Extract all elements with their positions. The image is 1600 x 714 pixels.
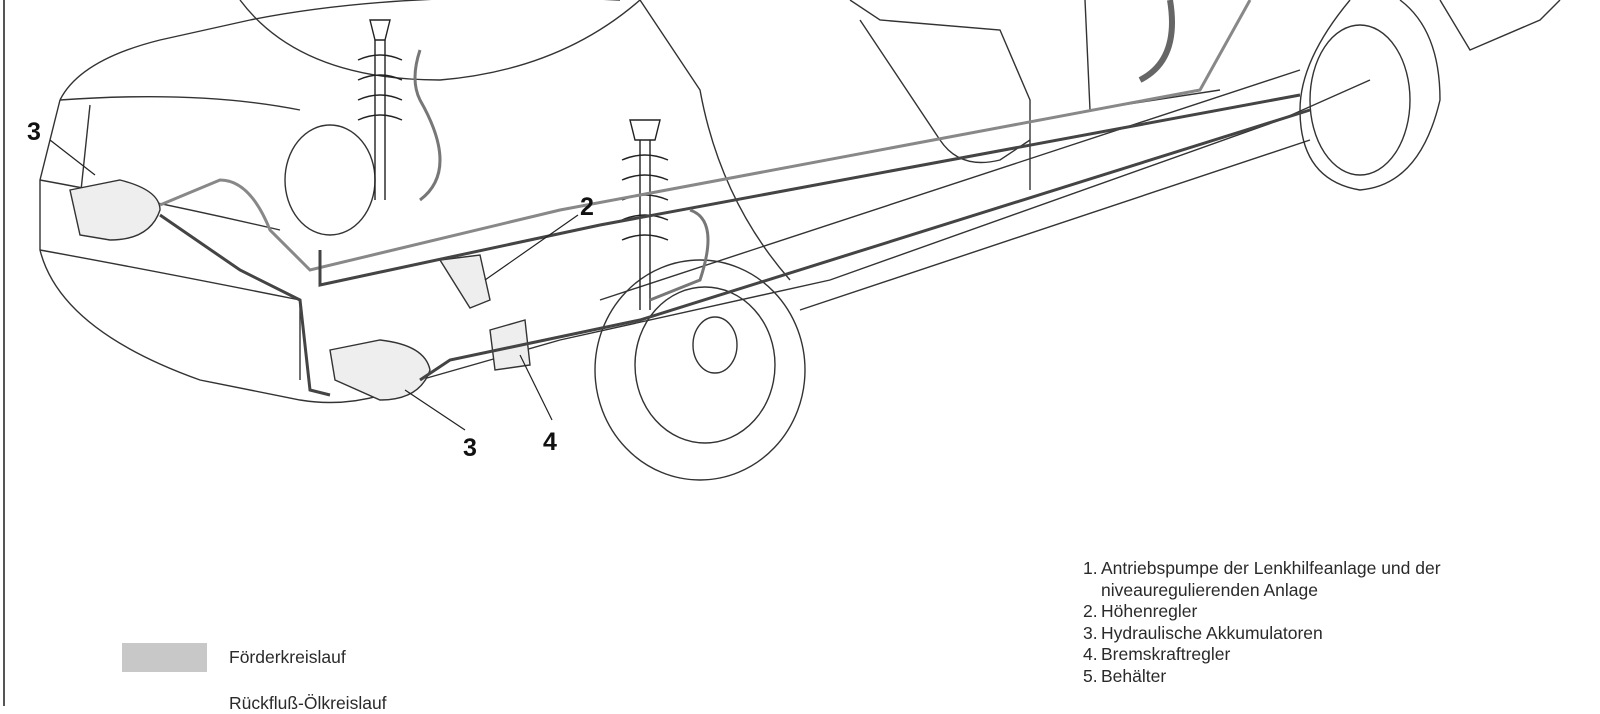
legend-number: 2.: [1083, 601, 1098, 621]
accumulator-right: [329, 339, 431, 401]
car-hydraulic-illustration: [39, 0, 1561, 481]
car-body: [39, 0, 1561, 404]
legend-number: 5.: [1083, 665, 1098, 686]
parts-legend: 1.Antriebspumpe der Lenkhilfeanlage und …: [1083, 558, 1441, 687]
supply-label: Förderkreislauf: [229, 647, 346, 667]
supply-swatch: [122, 643, 207, 672]
hydraulic-lines: [159, 0, 1311, 397]
components: [69, 179, 531, 401]
return-label: Rückfluß-Ölkreislauf: [229, 693, 387, 713]
legend-text: Antriebspumpe der Lenkhilfeanlage und de…: [1101, 558, 1441, 578]
key-return-circuit: Rückfluß-Ölkreislauf: [229, 693, 387, 714]
key-supply-circuit: Förderkreislauf: [122, 643, 346, 672]
accumulator-left: [69, 179, 161, 241]
legend-number: 3.: [1083, 622, 1098, 643]
leader-lines: [49, 139, 579, 431]
legend-item: 2.Höhenregler: [1083, 601, 1441, 623]
legend-item: 1.Antriebspumpe der Lenkhilfeanlage und …: [1083, 558, 1441, 580]
legend-text: Behälter: [1101, 665, 1167, 686]
legend-number: 4.: [1083, 644, 1098, 664]
legend-item: 4.Bremskraftregler: [1083, 644, 1441, 666]
legend-item: 5.Behälter: [1083, 666, 1441, 688]
legend-item-continuation: niveauregulierenden Anlage: [1083, 580, 1441, 602]
callout-2: 2: [580, 193, 594, 221]
legend-text: niveauregulierenden Anlage: [1101, 579, 1318, 600]
legend-number: 1.: [1083, 558, 1098, 578]
legend-text: Hydraulische Akkumulatoren: [1101, 622, 1323, 643]
callout-4: 4: [543, 428, 557, 456]
callout-3-left: 3: [27, 118, 41, 146]
legend-item: 3.Hydraulische Akkumulatoren: [1083, 623, 1441, 645]
brake-force-regulator: [489, 319, 531, 371]
legend-text: Bremskraftregler: [1101, 644, 1231, 664]
frame-border: [3, 0, 5, 706]
callout-3-bottom: 3: [463, 434, 477, 462]
height-regulator: [438, 254, 491, 309]
legend-text: Höhenregler: [1101, 601, 1198, 621]
